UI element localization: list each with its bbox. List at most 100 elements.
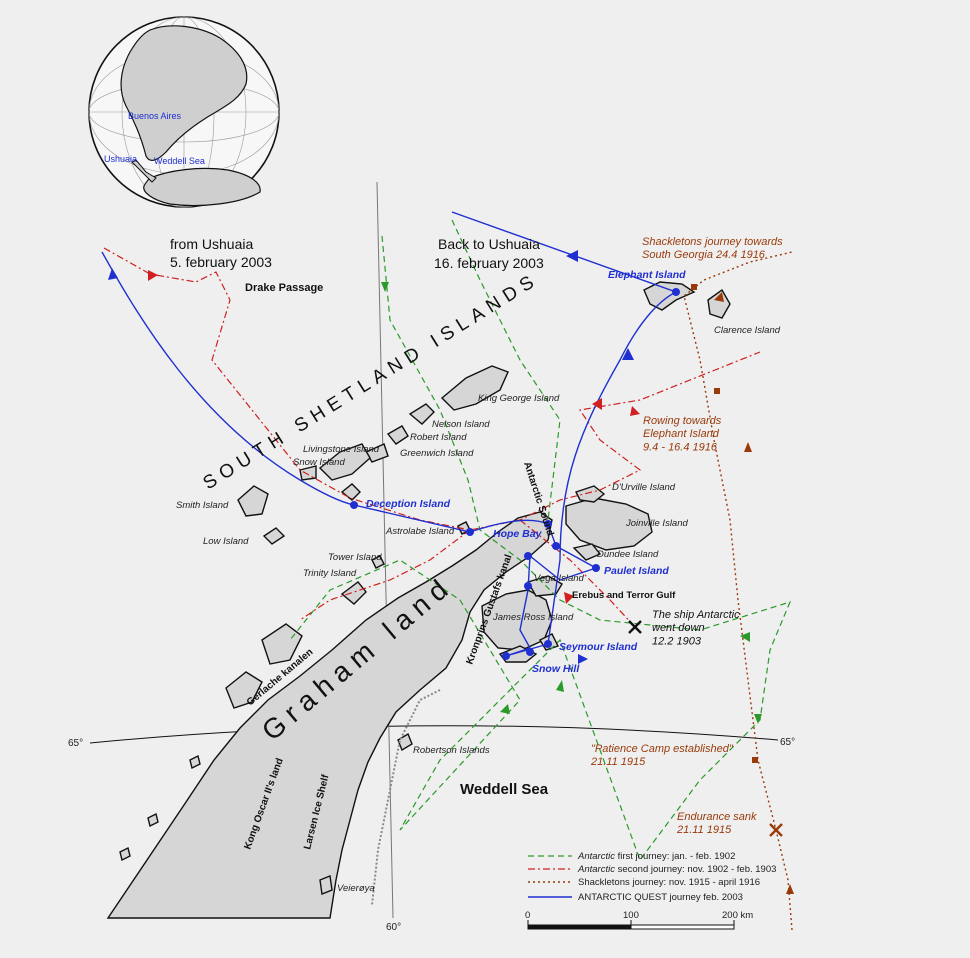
label-dundee: Dundee Island	[597, 549, 659, 560]
arrow-shack-1	[744, 442, 752, 452]
from-ushuaia-line1: from Ushuaia	[170, 236, 253, 252]
arrow-shack-2	[786, 884, 794, 894]
smith-island	[237, 485, 269, 517]
anvers-island	[225, 671, 263, 709]
legend-item-quest: ANTARCTIC QUEST journey feb. 2003	[578, 892, 743, 903]
antarctic-sank-marker	[628, 620, 642, 634]
longitude-60-line	[376, 181, 394, 919]
label-robert: Robert Island	[410, 432, 467, 443]
legend-item-shackleton: Shackletons journey: nov. 1915 - april 1…	[578, 877, 760, 888]
dotted-ice-line	[371, 689, 441, 906]
globe-antarctica	[143, 167, 261, 207]
arrow-first-3	[754, 714, 762, 724]
stop-vega	[524, 552, 532, 560]
small-islet-3	[189, 754, 201, 770]
clarence-island	[707, 288, 731, 319]
label-livingstone: Livingstone Island	[303, 444, 380, 455]
label-deception: Deception Island	[366, 498, 451, 510]
label-tower: Tower Island	[328, 552, 382, 563]
scale-tick-200: 200 km	[722, 910, 753, 921]
globe-label-buenos-aires: Buenos Aires	[128, 111, 182, 121]
label-snow: Snow Island	[293, 457, 345, 468]
king-george-island	[440, 365, 509, 411]
longitude-label: 60°	[386, 922, 401, 933]
label-vega: Vega Island	[534, 573, 585, 584]
vega-island	[526, 575, 563, 597]
back-ushuaia-line1: Back to Ushuaia	[438, 236, 540, 252]
deception-island	[340, 483, 361, 501]
tower-island	[371, 555, 385, 569]
label-clarence: Clarence Island	[714, 325, 781, 336]
arrow-second-3	[630, 406, 640, 416]
stop-elephant	[672, 288, 680, 296]
stop-seymour	[544, 640, 552, 648]
veieroya	[319, 875, 333, 895]
arrow-first-5	[556, 680, 564, 692]
stop-snow-hill-2	[526, 648, 534, 656]
route-arrows	[108, 250, 794, 894]
land	[106, 281, 731, 919]
stop-snow-hill	[502, 652, 510, 660]
weddell-sea-label: Weddell Sea	[460, 781, 549, 798]
quest-stops	[350, 288, 680, 660]
label-low: Low Island	[203, 536, 249, 547]
sinking-markers	[371, 620, 783, 906]
arrow-first-1	[381, 282, 389, 292]
durville-island	[575, 485, 606, 503]
label-veier: Veierøya	[337, 883, 375, 894]
livingstone-island	[318, 443, 371, 481]
graticule: 65° 65° 60°	[68, 181, 795, 933]
from-ushuaia-line2: 5. february 2003	[170, 254, 272, 270]
stop-vega-2	[524, 582, 532, 590]
label-james-ross: James Ross Island	[492, 612, 574, 623]
joinville-island	[565, 497, 653, 551]
label-erebus: Erebus and Terror Gulf	[572, 590, 676, 601]
graham-land	[106, 511, 553, 919]
stop-paulet	[592, 564, 600, 572]
globe-inset: Buenos Aires Ushuaia Weddell Sea	[88, 16, 280, 208]
drake-passage-label: Drake Passage	[245, 282, 323, 294]
arrow-first-2	[740, 632, 750, 642]
stop-deception	[350, 501, 358, 509]
label-seymour: Seymour Island	[559, 641, 638, 653]
arrow-second-4	[564, 592, 574, 604]
legend: Antarctic first journey: jan. - feb. 190…	[525, 851, 776, 930]
marker-shack-1	[714, 388, 720, 394]
label-elephant: Elephant Island	[608, 269, 686, 281]
scale-tick-100: 100	[623, 910, 639, 921]
brabant-island	[261, 623, 303, 665]
label-trinity: Trinity Island	[303, 568, 357, 579]
dundee-island	[572, 543, 602, 561]
back-ushuaia-line2: 16. february 2003	[434, 255, 544, 271]
globe-label-weddell-sea: Weddell Sea	[154, 156, 205, 166]
robert-island	[386, 425, 409, 445]
arrow-first-4	[500, 704, 510, 714]
globe-peninsula	[131, 159, 157, 183]
trinity-island	[340, 581, 367, 605]
label-king-george: King George Island	[478, 393, 560, 404]
label-robertson: Robertson Islands	[413, 745, 490, 756]
stop-astrolabe	[466, 528, 474, 536]
label-joinville: Joinville Island	[625, 518, 688, 529]
arrow-second-2	[592, 398, 602, 410]
snow-island	[299, 465, 317, 481]
stop-sound	[552, 542, 560, 550]
james-ross-island	[481, 589, 553, 651]
arrow-shack-3	[714, 292, 724, 302]
low-island	[262, 527, 286, 545]
arrow-second-1	[148, 270, 158, 281]
stop-labels: Elephant Island Deception Island Hope Ba…	[366, 269, 686, 675]
island-labels: King George Island Nelson Island Robert …	[176, 325, 781, 894]
label-nelson: Nelson Island	[432, 419, 490, 430]
arrow-quest-1	[108, 268, 118, 280]
latitude-label-right: 65°	[780, 737, 795, 748]
label-durville: D'Urville Island	[612, 482, 676, 493]
label-greenwich: Greenwich Island	[400, 448, 474, 459]
latitude-65-line	[89, 725, 779, 744]
